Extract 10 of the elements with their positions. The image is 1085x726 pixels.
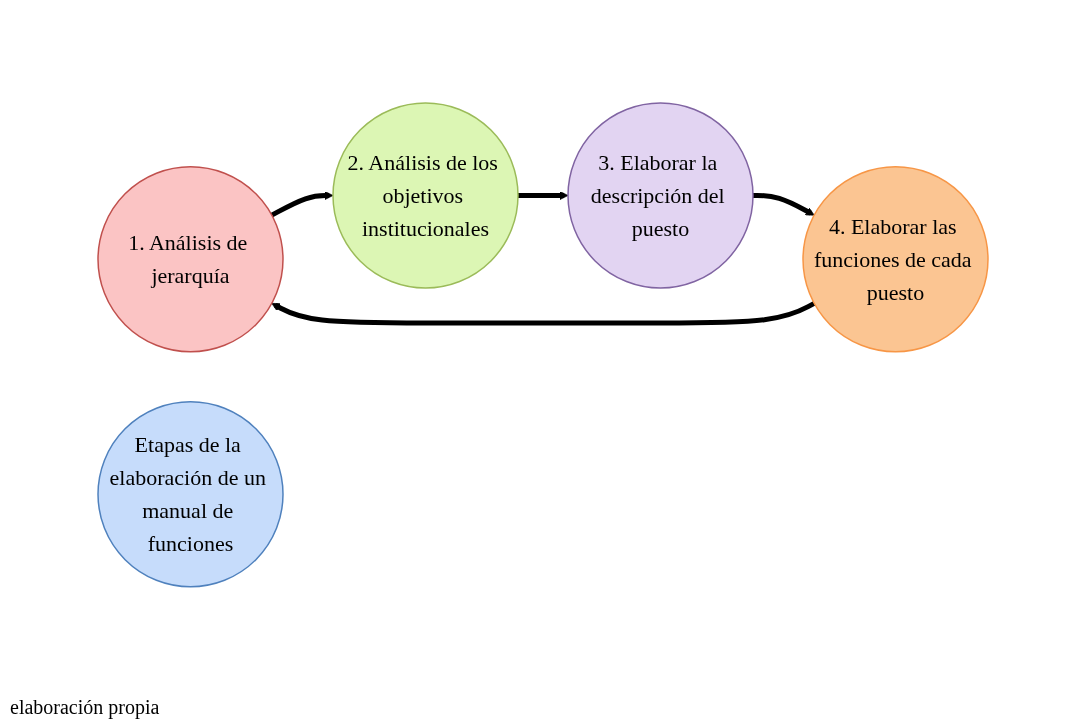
node-circle: 4. Elaborar las funciones de cada puesto [801, 166, 989, 353]
node-circle: 1. Análisis de jerarquía [96, 166, 284, 353]
arrow [270, 301, 815, 326]
caption: elaboración propia [10, 696, 160, 719]
node-circle: Etapas de la elaboración de un manual de funciones [96, 401, 284, 588]
node-circle: 2. Análisis de los objetivos institucionales [331, 102, 519, 289]
arrow [752, 193, 815, 216]
arrow [517, 191, 568, 201]
arrow [270, 191, 333, 218]
node-circle: 3. Elaborar la descripción del puesto [566, 102, 754, 289]
